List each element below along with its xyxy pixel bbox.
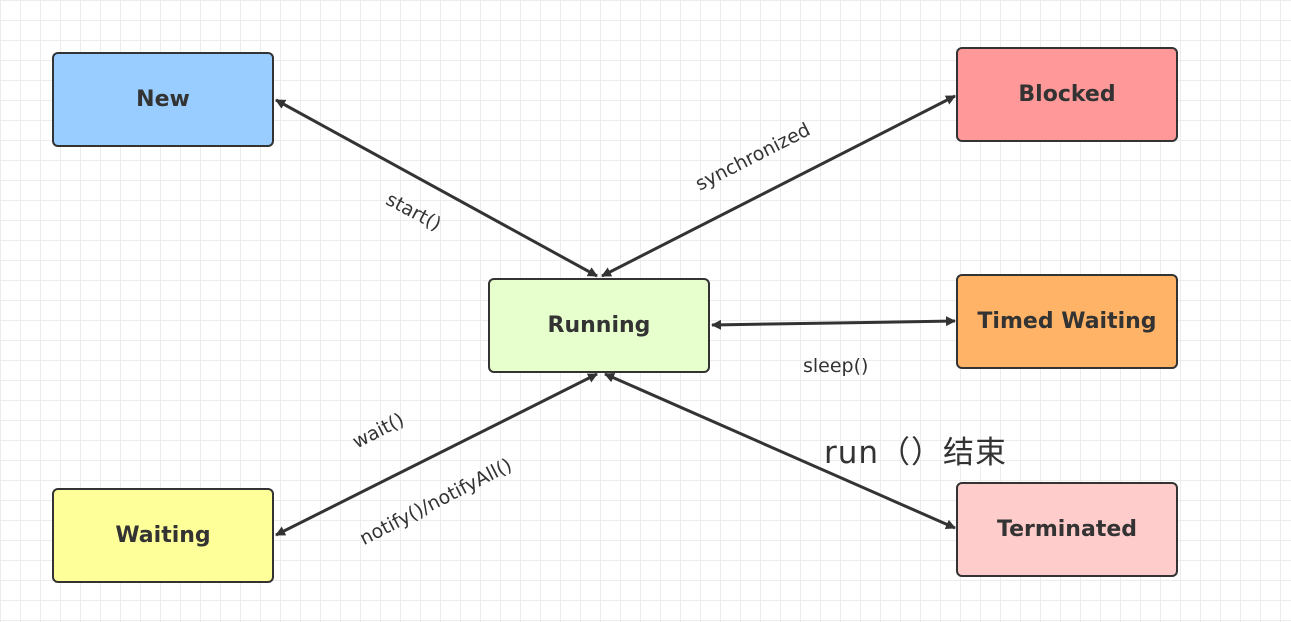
- label-run-end: run（）结束: [824, 435, 1008, 471]
- state-timed-waiting: Timed Waiting: [956, 274, 1178, 369]
- label-sleep: sleep(): [803, 355, 869, 377]
- state-new: New: [52, 52, 274, 147]
- edge-running-terminated: [604, 372, 956, 530]
- state-waiting: Waiting: [52, 488, 274, 583]
- edge-blocked-running: [601, 94, 956, 278]
- edge-waiting-running: [275, 372, 598, 537]
- state-terminated: Terminated: [956, 482, 1178, 577]
- edge-new-running: [275, 98, 598, 278]
- state-blocked: Blocked: [956, 47, 1178, 142]
- state-running: Running: [488, 278, 710, 373]
- edge-running-timed-waiting: [711, 316, 956, 330]
